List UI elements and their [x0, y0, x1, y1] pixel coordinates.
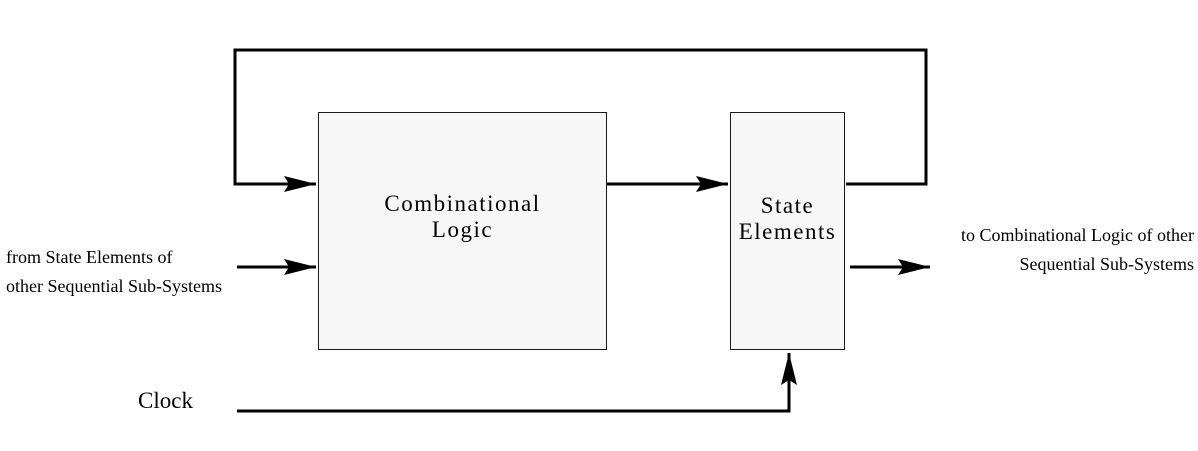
combinational-logic-label: Combinational Logic	[384, 190, 541, 242]
state-elements-label: State Elements	[738, 192, 837, 244]
input-label: from State Elements of other Sequential …	[6, 247, 222, 296]
clock-label: Clock	[138, 388, 193, 413]
output-label: to Combinational Logic of other Sequenti…	[961, 225, 1194, 274]
combinational-logic-block: Combinational Logic	[318, 112, 607, 350]
state-elements-block: State Elements	[730, 112, 845, 350]
clock-wire	[237, 353, 797, 413]
